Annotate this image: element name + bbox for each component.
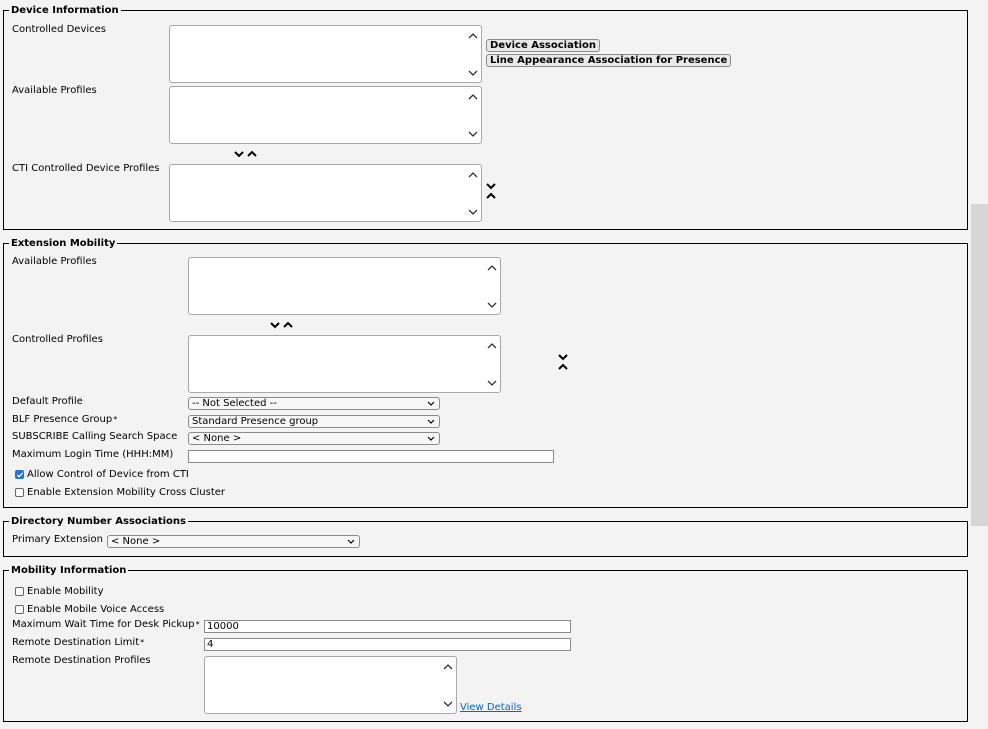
- cti-controlled-profiles-listbox[interactable]: [169, 164, 482, 222]
- scroll-up-icon[interactable]: [487, 341, 497, 351]
- remote-destination-limit-input[interactable]: 4: [204, 638, 571, 651]
- required-marker: *: [195, 620, 200, 629]
- required-marker: *: [113, 415, 118, 424]
- available-profiles-label: Available Profiles: [12, 85, 97, 96]
- controlled-profiles-listbox[interactable]: [188, 335, 501, 393]
- view-details-link[interactable]: View Details: [460, 702, 522, 713]
- scroll-up-icon[interactable]: [468, 170, 478, 180]
- section-legend: Directory Number Associations: [9, 516, 188, 527]
- line-appearance-association-button[interactable]: Line Appearance Association for Presence: [486, 54, 732, 67]
- max-wait-time-label: Maximum Wait Time for Desk Pickup*: [12, 619, 200, 630]
- controlled-devices-listbox[interactable]: [169, 25, 482, 83]
- chevron-down-icon: [427, 401, 435, 406]
- select-value: < None >: [192, 433, 242, 444]
- controlled-devices-label: Controlled Devices: [12, 24, 107, 35]
- enable-mobility-checkbox[interactable]: [15, 587, 24, 596]
- checkmark-icon: [16, 472, 24, 478]
- section-legend: Mobility Information: [9, 565, 129, 576]
- extension-mobility-section: Extension Mobility Available Profiles Co…: [3, 238, 968, 508]
- scroll-down-icon[interactable]: [468, 129, 478, 139]
- section-legend: Device Information: [9, 5, 121, 16]
- scroll-down-icon[interactable]: [443, 699, 453, 709]
- allow-cti-control-label: Allow Control of Device from CTI: [27, 469, 189, 480]
- mobility-information-section: Mobility Information Enable Mobility Ena…: [3, 565, 968, 722]
- device-information-section: Device Information Controlled Devices De…: [3, 5, 968, 230]
- select-value: Standard Presence group: [192, 416, 319, 427]
- primary-extension-select[interactable]: < None >: [107, 535, 360, 548]
- blf-presence-group-select[interactable]: Standard Presence group: [188, 415, 440, 428]
- available-profiles-listbox[interactable]: [169, 86, 482, 144]
- enable-mobile-voice-access-label: Enable Mobile Voice Access: [27, 604, 165, 615]
- chevron-down-icon: [427, 419, 435, 424]
- max-login-time-input[interactable]: [188, 450, 554, 463]
- scroll-up-icon[interactable]: [468, 31, 478, 41]
- subscribe-css-label: SUBSCRIBE Calling Search Space: [12, 431, 178, 442]
- remote-destination-limit-label: Remote Destination Limit*: [12, 637, 145, 648]
- scroll-down-icon[interactable]: [468, 68, 478, 78]
- section-legend: Extension Mobility: [9, 238, 118, 249]
- em-available-profiles-label: Available Profiles: [12, 256, 97, 267]
- device-association-button[interactable]: Device Association: [486, 39, 601, 52]
- blf-presence-group-label: BLF Presence Group*: [12, 414, 118, 425]
- scroll-down-icon[interactable]: [468, 207, 478, 217]
- max-wait-time-input[interactable]: 10000: [204, 620, 571, 633]
- required-marker: *: [140, 638, 145, 647]
- scroll-up-icon[interactable]: [487, 263, 497, 273]
- select-value: < None >: [111, 536, 161, 547]
- move-down-up-arrows-icon[interactable]: [234, 149, 258, 159]
- cti-controlled-device-profiles-label: CTI Controlled Device Profiles: [12, 163, 160, 174]
- directory-number-associations-section: Directory Number Associations Primary Ex…: [3, 516, 968, 557]
- default-profile-label: Default Profile: [12, 396, 83, 407]
- select-value: -- Not Selected --: [192, 398, 277, 409]
- subscribe-css-select[interactable]: < None >: [188, 432, 440, 445]
- scroll-up-icon[interactable]: [468, 92, 478, 102]
- reorder-down-up-arrows-icon[interactable]: [558, 352, 568, 376]
- allow-cti-control-checkbox[interactable]: [15, 470, 24, 479]
- scroll-down-icon[interactable]: [487, 300, 497, 310]
- enable-mobile-voice-access-checkbox[interactable]: [15, 605, 24, 614]
- page-scrollbar[interactable]: [971, 204, 988, 526]
- chevron-down-icon: [427, 436, 435, 441]
- enable-mobility-label: Enable Mobility: [27, 586, 104, 597]
- max-login-time-label: Maximum Login Time (HHH:MM): [12, 449, 174, 460]
- em-available-profiles-listbox[interactable]: [188, 257, 501, 315]
- default-profile-select[interactable]: -- Not Selected --: [188, 397, 440, 410]
- em-cross-cluster-checkbox[interactable]: [15, 488, 24, 497]
- controlled-profiles-label: Controlled Profiles: [12, 334, 103, 345]
- reorder-down-up-arrows-icon[interactable]: [486, 181, 496, 205]
- remote-destination-profiles-label: Remote Destination Profiles: [12, 655, 151, 666]
- move-down-up-arrows-icon[interactable]: [270, 320, 294, 330]
- remote-destination-profiles-listbox[interactable]: [204, 656, 457, 714]
- scroll-up-icon[interactable]: [443, 662, 453, 672]
- scroll-down-icon[interactable]: [487, 378, 497, 388]
- primary-extension-label: Primary Extension: [12, 534, 103, 545]
- chevron-down-icon: [347, 539, 355, 544]
- em-cross-cluster-label: Enable Extension Mobility Cross Cluster: [27, 487, 226, 498]
